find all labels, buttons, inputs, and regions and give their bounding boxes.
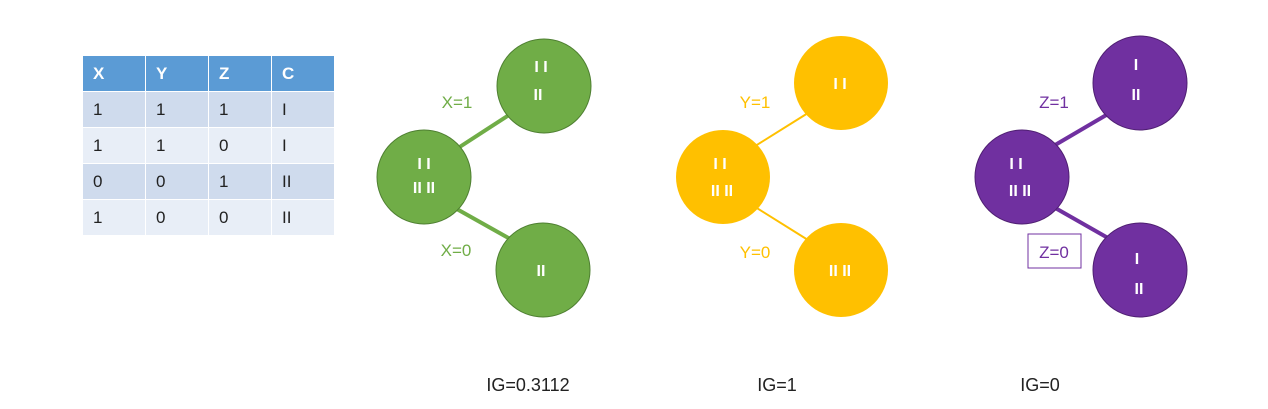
top-child-node bbox=[496, 38, 592, 134]
table-cell: 0 bbox=[83, 164, 146, 200]
edge-label-z0: Z=0 bbox=[1039, 243, 1069, 262]
table-row: 0 0 1 II bbox=[83, 164, 335, 200]
table-row: 1 1 0 I bbox=[83, 128, 335, 164]
header-y: Y bbox=[146, 56, 209, 92]
top-node-label-line1: I I bbox=[534, 59, 547, 76]
header-z: Z bbox=[209, 56, 272, 92]
table-cell: I bbox=[272, 128, 335, 164]
edge-x-top bbox=[453, 111, 514, 152]
top-node-label-line2: II bbox=[534, 87, 543, 104]
table-cell: 0 bbox=[146, 164, 209, 200]
root-label-line2: II II bbox=[1009, 183, 1031, 200]
ig-x-label: IG=0.3112 bbox=[486, 375, 569, 395]
top-child-node bbox=[1092, 35, 1188, 131]
bottom-child-node bbox=[1092, 222, 1188, 318]
edge-label-y1: Y=1 bbox=[740, 93, 771, 112]
table-cell: 1 bbox=[146, 128, 209, 164]
edge-z-top bbox=[1048, 112, 1110, 150]
edge-x-bottom bbox=[454, 206, 513, 242]
edge-y-top bbox=[751, 112, 809, 149]
table-cell: 1 bbox=[209, 92, 272, 128]
bottom-node-label: II II bbox=[829, 263, 851, 280]
bottom-child-node bbox=[495, 222, 591, 318]
bottom-node-label-line1: I bbox=[1135, 251, 1139, 268]
table-row: 1 1 1 I bbox=[83, 92, 335, 128]
top-node-label-line1: I bbox=[1134, 57, 1138, 74]
bottom-node-label: II bbox=[537, 263, 546, 280]
edge-label-z1: Z=1 bbox=[1039, 93, 1069, 112]
table-cell: 1 bbox=[146, 92, 209, 128]
ig-z-label: IG=0 bbox=[1020, 375, 1060, 395]
table-cell: II bbox=[272, 164, 335, 200]
edge-label-x0: X=0 bbox=[441, 241, 472, 260]
tree-y-split: I I II II I I II II Y=1 Y=0 IG=1 bbox=[676, 36, 888, 395]
top-child-node bbox=[794, 36, 888, 130]
edge-y-bottom bbox=[751, 204, 809, 241]
root-label-line2: II II bbox=[413, 180, 435, 197]
edge-z-bottom bbox=[1049, 203, 1109, 240]
top-node-label: I I bbox=[833, 76, 846, 93]
table-cell: 0 bbox=[209, 128, 272, 164]
table-cell: 1 bbox=[83, 92, 146, 128]
root-label-line1: I I bbox=[1009, 156, 1022, 173]
table-cell: II bbox=[272, 200, 335, 236]
table-cell: 0 bbox=[146, 200, 209, 236]
root-node bbox=[376, 129, 472, 225]
header-c: C bbox=[272, 56, 335, 92]
root-node bbox=[974, 129, 1070, 225]
root-label-line2: II II bbox=[711, 183, 733, 200]
table-cell: I bbox=[272, 92, 335, 128]
bottom-child-node bbox=[794, 223, 888, 317]
top-node-label-line2: II bbox=[1132, 87, 1141, 104]
tree-x-split: I I II II I I II II X=1 X=0 IG=0.3112 bbox=[376, 38, 592, 395]
header-x: X bbox=[83, 56, 146, 92]
edge-label-z0-box bbox=[1027, 233, 1082, 269]
table-header-row: X Y Z C bbox=[83, 56, 335, 92]
table-cell: 1 bbox=[83, 200, 146, 236]
edge-label-y0: Y=0 bbox=[740, 243, 771, 262]
table-cell: 0 bbox=[209, 200, 272, 236]
tree-z-split: I I II II I II I II Z=1 Z=0 IG=0 bbox=[974, 35, 1188, 395]
root-label-line1: I I bbox=[713, 156, 726, 173]
edge-label-x1: X=1 bbox=[442, 93, 473, 112]
ig-y-label: IG=1 bbox=[757, 375, 797, 395]
table-cell: 1 bbox=[83, 128, 146, 164]
table-cell: 1 bbox=[209, 164, 272, 200]
table-row: 1 0 0 II bbox=[83, 200, 335, 236]
root-node bbox=[676, 130, 770, 224]
bottom-node-label-line2: II bbox=[1135, 281, 1144, 298]
root-label-line1: I I bbox=[417, 156, 430, 173]
data-table: X Y Z C 1 1 1 I 1 1 0 I 0 0 1 II 1 0 0 I bbox=[83, 56, 335, 236]
